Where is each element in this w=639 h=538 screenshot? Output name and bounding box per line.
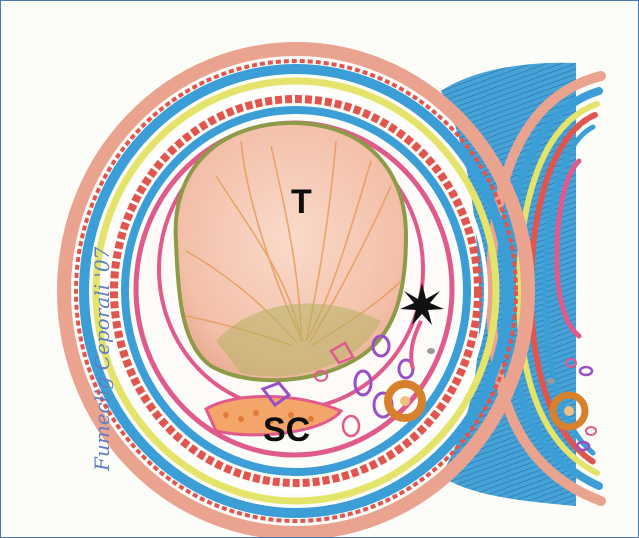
signature-text: Fumeclig Ceporali '07: [90, 246, 114, 472]
testis: [176, 123, 406, 380]
artist-signature: Fumeclig Ceporali '07: [90, 246, 114, 472]
testis-label: T: [291, 183, 312, 221]
spermatic-cord-label: SC: [263, 411, 310, 449]
